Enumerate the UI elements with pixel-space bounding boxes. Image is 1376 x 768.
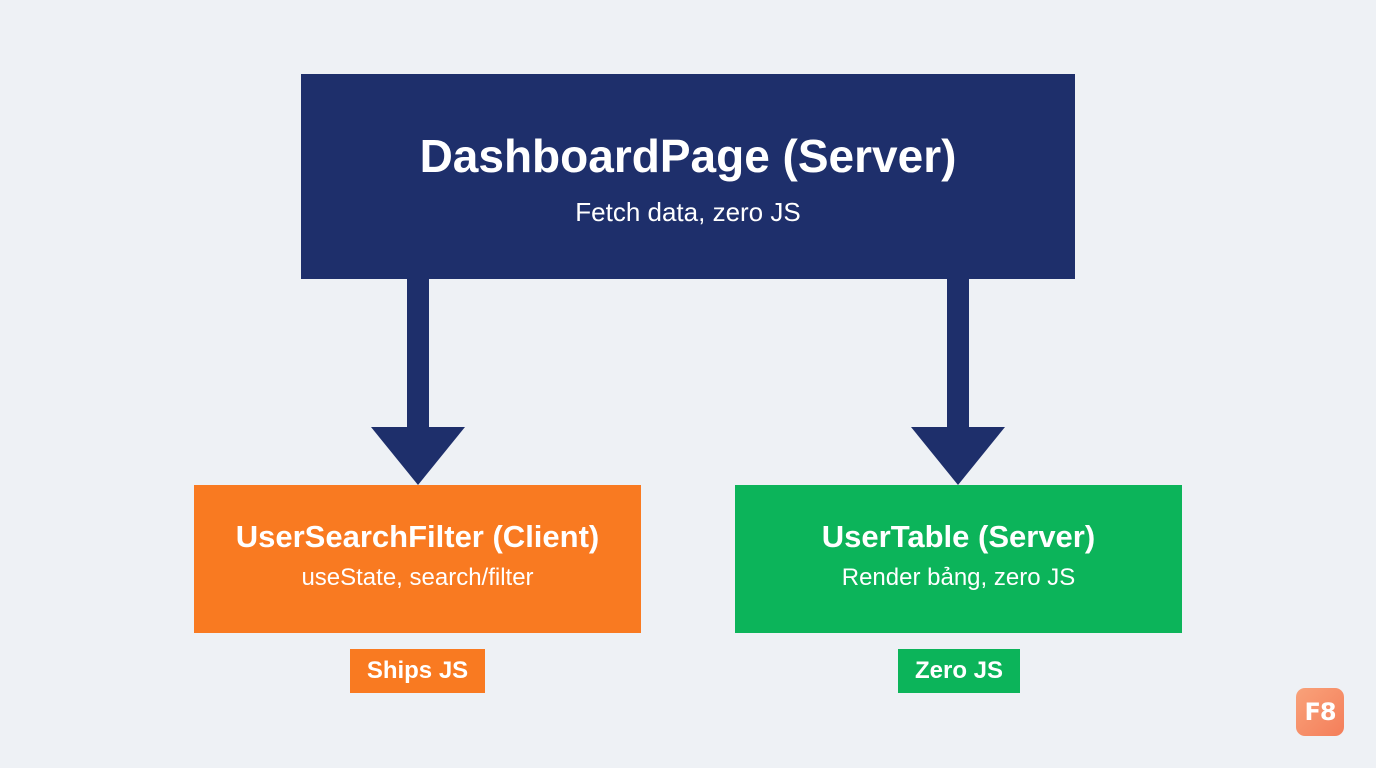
arrow-root-to-client [371, 278, 465, 485]
user-table-subtitle: Render bảng, zero JS [841, 564, 1076, 592]
user-table-title: UserTable (Server) [821, 518, 1096, 554]
user-search-filter-subtitle: useState, search/filter [301, 564, 534, 592]
arrow-root-to-server [911, 278, 1005, 485]
dashboard-page-node: DashboardPage (Server) Fetch data, zero … [301, 74, 1075, 279]
user-table-node: UserTable (Server) Render bảng, zero JS [735, 485, 1182, 633]
dashboard-page-subtitle: Fetch data, zero JS [575, 197, 801, 228]
user-search-filter-title: UserSearchFilter (Client) [235, 518, 600, 554]
dashboard-page-title: DashboardPage (Server) [419, 129, 957, 182]
zero-js-badge: Zero JS [898, 649, 1020, 693]
f8-logo: F8 [1296, 688, 1344, 736]
ships-js-badge: Ships JS [350, 649, 485, 693]
user-search-filter-node: UserSearchFilter (Client) useState, sear… [194, 485, 641, 633]
